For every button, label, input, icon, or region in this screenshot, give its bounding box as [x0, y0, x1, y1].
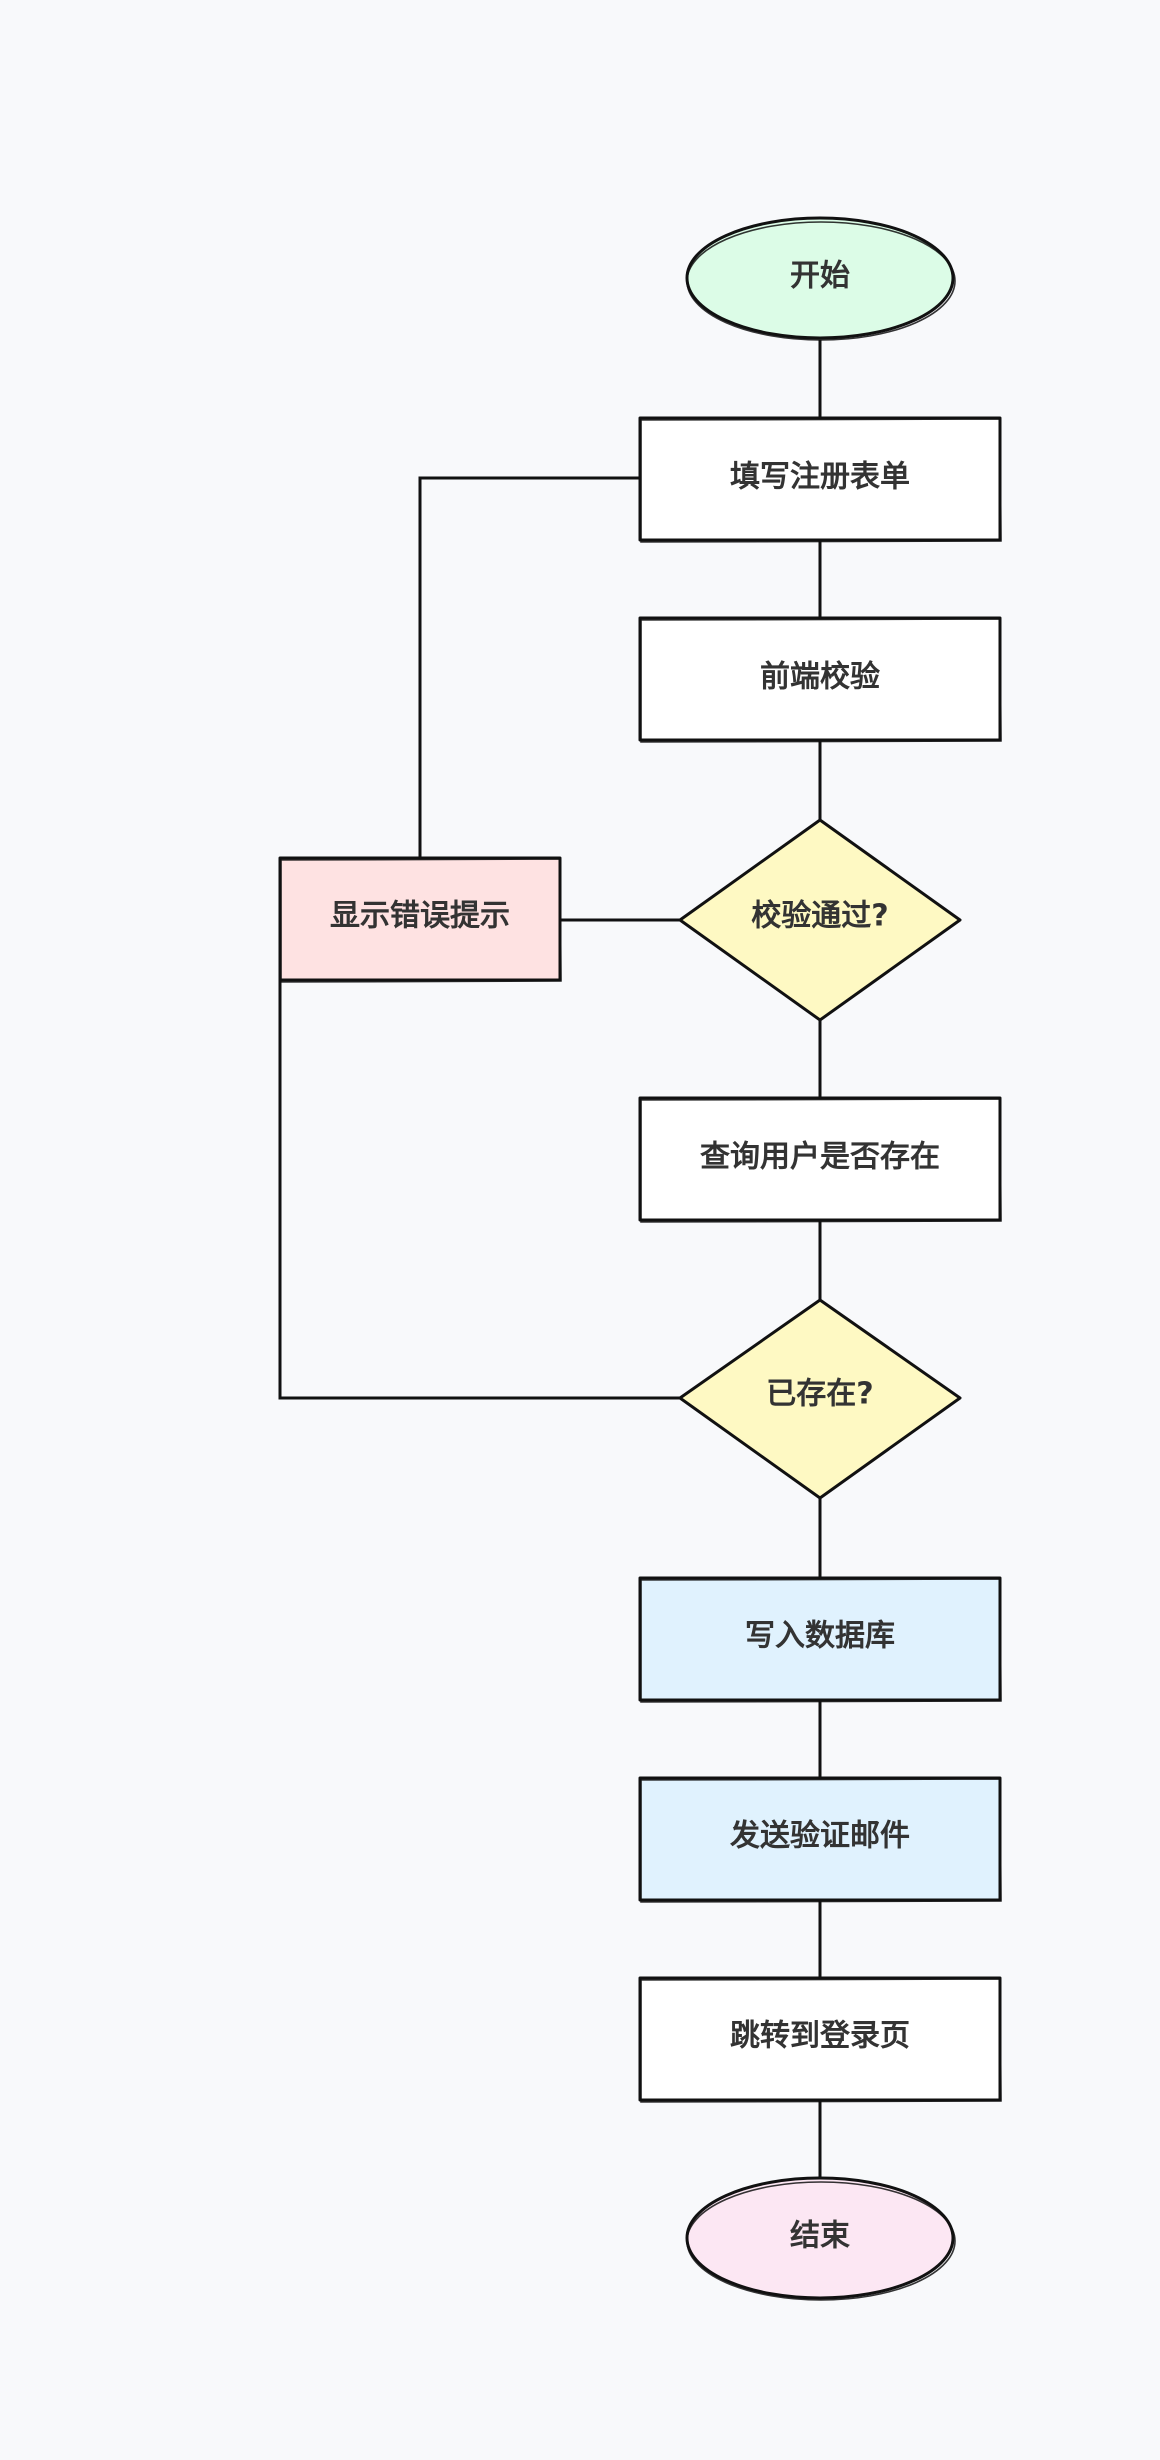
start-label: 开始 — [790, 259, 850, 294]
show-error-shape — [278, 856, 562, 982]
node-validate-passed: 校验通过? — [678, 818, 962, 1022]
write-db-shape — [638, 1576, 1002, 1702]
node-send-email: 发送验证邮件 — [638, 1776, 1002, 1903]
send-email-shape — [638, 1776, 1002, 1902]
redirect-login-sketch-outline — [640, 1978, 1002, 2103]
frontend-validate-label: 前端校验 — [760, 660, 880, 695]
validate-passed-shape — [678, 818, 962, 1022]
end-sketch-outline — [686, 2181, 956, 2301]
node-user-exists: 已存在? — [678, 1298, 962, 1500]
send-email-label: 发送验证邮件 — [729, 1819, 910, 1854]
user-exists-shape — [678, 1298, 962, 1500]
frontend-validate-sketch-outline — [640, 618, 1002, 743]
fill-form-shape — [638, 416, 1002, 542]
fill-form-label: 填写注册表单 — [730, 460, 910, 495]
redirect-login-label: 跳转到登录页 — [730, 2019, 910, 2054]
redirect-login-shape — [638, 1976, 1002, 2102]
send-email-sketch-outline — [640, 1778, 1002, 1903]
write-db-sketch-outline — [640, 1578, 1002, 1703]
query-user-sketch-outline — [640, 1098, 1002, 1223]
end-label: 结束 — [790, 2219, 850, 2254]
edge-show-error-to-fill-form — [418, 476, 640, 858]
node-frontend-validate: 前端校验 — [638, 616, 1002, 743]
user-exists-label: 已存在? — [766, 1377, 873, 1412]
node-write-db: 写入数据库 — [638, 1576, 1002, 1703]
edges — [278, 340, 822, 2180]
start-sketch-outline — [686, 221, 956, 341]
edge-user-exists-to-show-error — [278, 980, 680, 1400]
node-end: 结束 — [685, 2176, 956, 2301]
show-error-sketch-outline — [280, 858, 562, 983]
node-query-user: 查询用户是否存在 — [638, 1096, 1002, 1223]
write-db-label: 写入数据库 — [745, 1619, 895, 1654]
validate-passed-label: 校验通过? — [751, 899, 888, 934]
node-redirect-login: 跳转到登录页 — [638, 1976, 1002, 2103]
node-fill-form: 填写注册表单 — [638, 416, 1002, 543]
node-show-error: 显示错误提示 — [278, 856, 562, 983]
query-user-label: 查询用户是否存在 — [700, 1140, 940, 1175]
node-start: 开始 — [685, 216, 956, 341]
fill-form-sketch-outline — [640, 418, 1002, 543]
show-error-label: 显示错误提示 — [330, 899, 510, 934]
